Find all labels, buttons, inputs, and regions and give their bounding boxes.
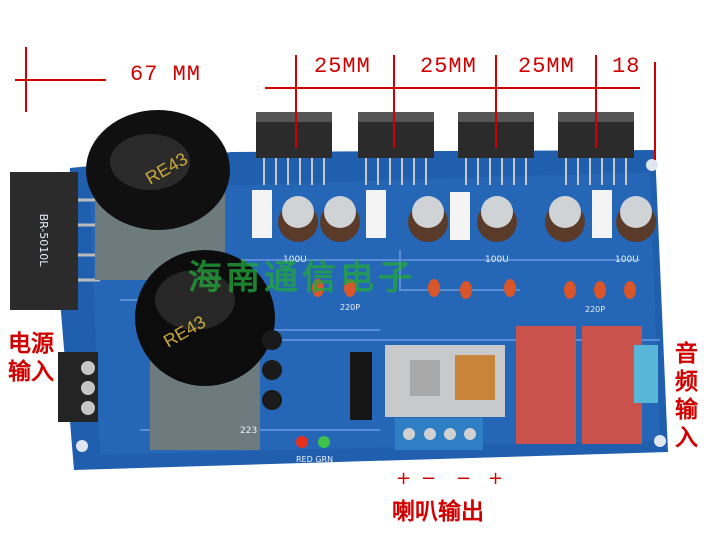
terminal-sign-2: − <box>421 468 437 489</box>
mount-hole <box>76 440 88 452</box>
power-input-line2: 输入 <box>8 359 54 385</box>
dim-25mm-3: 25MM <box>518 54 575 79</box>
audio-input-line4: 入 <box>675 425 698 451</box>
rectifier-bridge <box>10 172 78 310</box>
ceramic-caps <box>312 279 636 299</box>
dim-25mm-2: 25MM <box>420 54 477 79</box>
audio-input-line2: 频 <box>675 369 698 395</box>
relay-coil <box>455 355 495 400</box>
mount-hole <box>654 435 666 447</box>
small-cap-label: 220P <box>585 305 605 314</box>
audio-input-line3: 输 <box>675 397 698 423</box>
ic-pins <box>263 158 627 185</box>
audio-input-connector <box>634 345 658 403</box>
terminal-sign-3: − <box>456 468 472 489</box>
protection-ic <box>350 352 372 420</box>
audio-input-line1: 音 <box>675 341 698 367</box>
watermark-text: 海南通信电子 <box>188 258 416 298</box>
small-caps <box>278 196 656 242</box>
terminal-sign-1: + <box>396 468 412 489</box>
terminal-sign-4: + <box>488 468 504 489</box>
small-cap-label: 220P <box>340 303 360 312</box>
power-screws <box>81 361 95 415</box>
dimension-lines <box>15 47 656 160</box>
cap-value-label: 100U <box>615 255 639 265</box>
filter-caps <box>262 330 282 410</box>
component-ref: 223 <box>240 426 257 436</box>
rectifier-text: BR-5010L <box>37 214 50 268</box>
dim-25mm-1: 25MM <box>314 54 371 79</box>
white-resistors <box>252 190 612 240</box>
led-red <box>296 436 308 448</box>
power-input-label: 电源 输入 <box>8 330 54 386</box>
led-green <box>318 436 330 448</box>
dim-18: 18 <box>612 54 641 79</box>
speaker-output-label: 喇叭输出 <box>392 499 484 525</box>
dim-67mm: 67 MM <box>130 62 202 87</box>
cap-value-label: 100U <box>283 255 307 265</box>
mount-hole <box>646 159 658 171</box>
audio-input-label: 音 频 输 入 <box>675 340 698 452</box>
capacitor-top-highlight <box>110 134 190 190</box>
led-label: RED GRN <box>296 455 333 464</box>
cap-value-label: 100U <box>485 255 509 265</box>
speaker-screws <box>403 428 476 440</box>
capacitor-bottom-highlight <box>155 270 235 330</box>
film-cap-2 <box>582 326 642 444</box>
film-cap-1 <box>516 326 576 444</box>
power-input-line1: 电源 <box>8 331 54 357</box>
relay-contact <box>410 360 440 396</box>
